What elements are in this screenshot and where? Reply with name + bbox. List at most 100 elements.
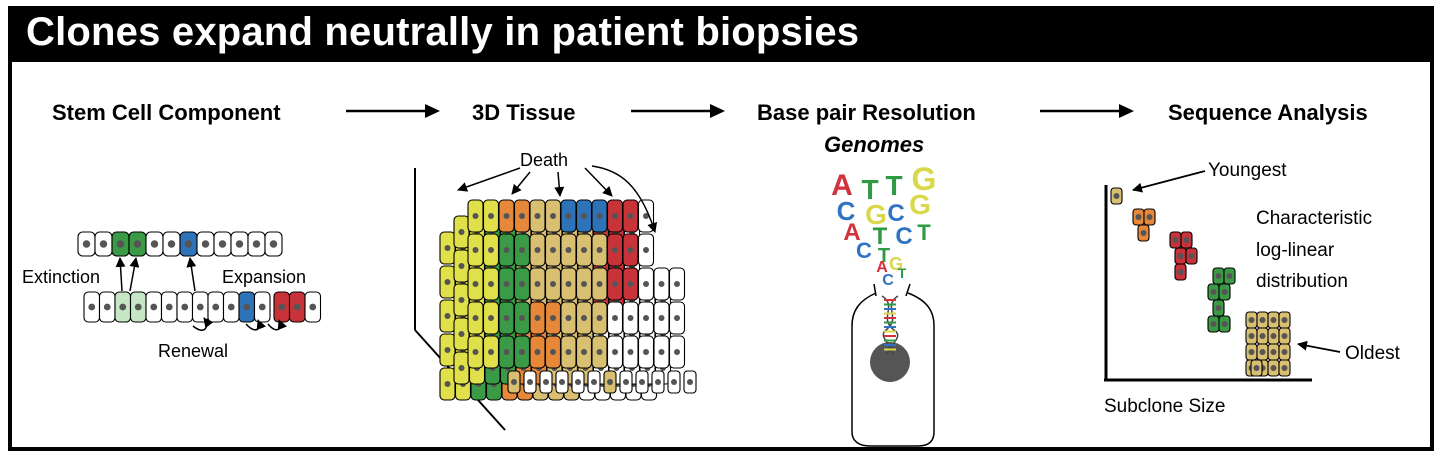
figure-title: Clones expand neutrally in patient biops… (26, 10, 860, 54)
subclone-cell (1245, 327, 1258, 345)
tissue-cell (467, 335, 484, 369)
tissue-cell-small (523, 370, 537, 394)
subclone-cell (1143, 208, 1156, 226)
tissue-cell (606, 335, 624, 369)
tissue-cell (513, 267, 531, 301)
flow-arrow (346, 104, 440, 118)
tissue-cell (529, 335, 546, 369)
stage-stem-cell-component: Stem Cell Component (52, 100, 281, 125)
tissue-cell (467, 301, 484, 335)
tissue-cell (498, 335, 515, 369)
subclone-cell (1174, 247, 1187, 265)
subclone-cell (1256, 311, 1269, 329)
tissue-block (439, 199, 697, 401)
tissue-cell (591, 301, 608, 335)
tissue-cell-small (539, 370, 553, 394)
title-bar: Clones expand neutrally in patient biops… (8, 6, 1434, 62)
tissue-cell (637, 199, 655, 233)
tissue-cell (544, 301, 562, 335)
tissue-cell (560, 199, 577, 233)
tissue-cell (453, 215, 470, 249)
tissue-cell (653, 301, 670, 335)
tissue-cell-small (571, 370, 585, 394)
figure-frame (8, 6, 1434, 451)
tissue-cell (668, 267, 686, 301)
tissue-cell (622, 199, 639, 233)
tissue-cell-small (555, 370, 569, 394)
tissue-cell (453, 351, 470, 385)
stem-cell (207, 291, 225, 323)
subclone-cell (1267, 327, 1280, 345)
subclone-cell (1278, 311, 1291, 329)
stem-cell (288, 291, 306, 323)
subclone-youngest (1110, 187, 1123, 205)
genome-letter: A (831, 169, 853, 202)
subclone-size-label: Subclone Size (1104, 396, 1226, 417)
tissue-cell (575, 301, 593, 335)
subclone-cell (1218, 283, 1231, 301)
tissue-cell (544, 335, 562, 369)
youngest-label: Youngest (1208, 160, 1287, 181)
analysis-axes (1104, 185, 1312, 382)
subclone-cell (1218, 315, 1231, 333)
tissue-cell (529, 301, 546, 335)
tissue-cell (575, 233, 593, 267)
tissue-cell (439, 333, 456, 367)
dna-helix-icon (881, 295, 899, 355)
stem-cell (247, 231, 266, 257)
stage-sequence-analysis: Sequence Analysis (1168, 100, 1368, 125)
tissue-cell (482, 301, 500, 335)
subclone-cell (1180, 231, 1193, 249)
genome-letter: A (843, 219, 860, 246)
characteristic-line-2: log-linear (1256, 240, 1335, 261)
genome-letter: G (912, 161, 937, 197)
stem-cell (230, 231, 249, 257)
tissue-cell (467, 233, 484, 267)
stem-cell (128, 231, 147, 257)
stem-cell (176, 291, 194, 323)
subclone-cell (1267, 359, 1280, 377)
tissue-cell (498, 301, 515, 335)
subclone-cell (1250, 359, 1263, 377)
tissue-cell (637, 267, 655, 301)
stem-cell (196, 231, 215, 257)
tissue-cell (439, 367, 456, 401)
subclone-cell (1223, 267, 1236, 285)
tissue-cell (544, 267, 562, 301)
tissue-cell (482, 267, 500, 301)
tissue-cell (529, 199, 546, 233)
tissue-cell-small (603, 370, 617, 394)
flow-arrow (1040, 104, 1134, 118)
tissue-cell (668, 335, 686, 369)
tissue-cell (606, 199, 624, 233)
stem-cell (179, 231, 198, 257)
extinction-label: Extinction (22, 267, 101, 287)
genome-letter: C (882, 272, 894, 289)
tissue-cell (513, 199, 531, 233)
tissue-cell (622, 267, 639, 301)
stem-cell (222, 291, 240, 323)
death-label: Death (520, 150, 569, 170)
tissue-cell (575, 267, 593, 301)
tissue-cell (513, 233, 531, 267)
tissue-cell (637, 335, 655, 369)
tissue-cell (622, 301, 639, 335)
oldest-label: Oldest (1345, 343, 1400, 364)
genome-letter: C (856, 238, 872, 263)
stem-cell (145, 231, 164, 257)
stem-cell (129, 291, 147, 323)
genome-letter: G (909, 189, 931, 220)
stem-cell (111, 231, 130, 257)
genome-letter: C (887, 200, 904, 227)
tissue-cell (482, 199, 500, 233)
subclone-cell (1267, 343, 1280, 361)
tissue-cell (560, 267, 577, 301)
tissue-cell-small (619, 370, 633, 394)
subclone-cell (1278, 343, 1291, 361)
stem-cell (253, 291, 271, 323)
subclone-cell (1207, 315, 1220, 333)
subclone-cell (1278, 359, 1291, 377)
tissue-cell (606, 301, 624, 335)
tissue-cell (575, 335, 593, 369)
